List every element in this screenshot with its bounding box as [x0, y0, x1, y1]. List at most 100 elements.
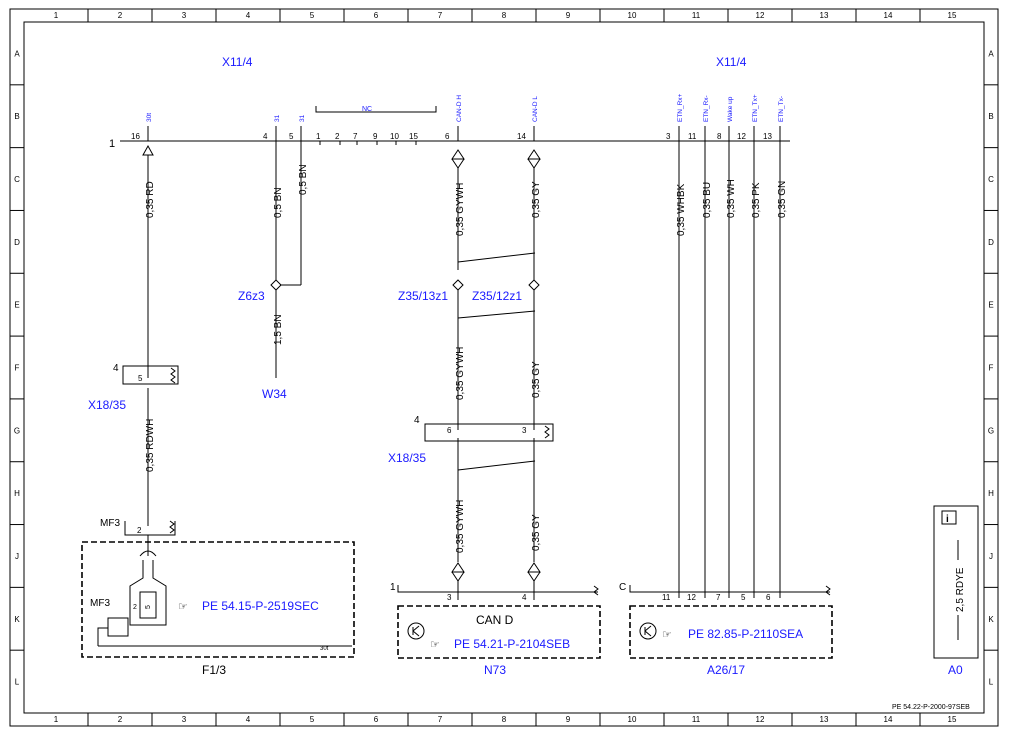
n73-ref-link[interactable]: PE 54.21-P-2104SEB: [454, 637, 570, 651]
nc-pin: 2: [335, 132, 340, 141]
f13-label: F1/3: [202, 663, 226, 677]
grid-row-label: G: [988, 426, 994, 435]
x18-35-left-connector: [122, 365, 179, 385]
z35-13-label: Z35/13z1: [398, 289, 448, 303]
bus-label: 1: [109, 138, 115, 150]
nc-pin: 1: [316, 132, 321, 141]
wire-label: 0,35 GYWH: [455, 500, 466, 553]
a26-box: [629, 585, 833, 659]
wire-label: 0,35 GYWH: [455, 347, 466, 400]
n73-box: [397, 585, 601, 659]
grid-column-label: 3: [182, 715, 187, 724]
grid-row-label: J: [989, 552, 993, 561]
grid-row-label: E: [988, 301, 993, 310]
mf3-top-connector: [124, 520, 176, 536]
grid-column-label: 8: [502, 715, 507, 724]
grid-column-label: 9: [566, 715, 571, 724]
wire-label: 0,35 GY: [531, 514, 542, 551]
mf3-top-pin: 2: [137, 526, 142, 535]
grid-row-label: D: [988, 238, 994, 247]
z35-12-label: Z35/12z1: [472, 289, 522, 303]
x18-mid-pin: 3: [522, 426, 527, 435]
grid-row-label: F: [989, 364, 994, 373]
nc-bracket: NC 1 2 7 9 10 15: [315, 106, 437, 145]
grid-column-label: 7: [438, 715, 443, 724]
x18-left-pin: 5: [138, 374, 143, 383]
info-icon[interactable]: i: [946, 514, 949, 525]
outer-frame: [9, 8, 999, 727]
a26-pin: 7: [716, 593, 721, 602]
grid-column-label: 11: [692, 715, 701, 724]
grid-column-label: 2: [118, 11, 123, 20]
pin-label: CAN-D L: [532, 96, 539, 122]
x18-35-middle-connector: [424, 423, 554, 442]
wire-label: 0,35 GYWH: [455, 183, 466, 236]
n73-pin: 3: [447, 593, 452, 602]
grid-column-label: 5: [310, 715, 315, 724]
wire-label: 0,35 RDWH: [145, 419, 156, 472]
grid-column-label: 10: [628, 11, 637, 20]
wire-4-5: [270, 141, 302, 378]
grid-column-label: 13: [820, 715, 829, 724]
wire-label: 0,5 BN: [298, 164, 309, 195]
pin-number: 12: [737, 132, 746, 141]
x18-mid-label: X18/35: [388, 451, 426, 465]
pin-number: 3: [666, 132, 671, 141]
a26-pin: 5: [741, 593, 746, 602]
nc-pin: 9: [373, 132, 378, 141]
grid-row-label: E: [14, 301, 19, 310]
grid-column-label: 3: [182, 11, 187, 20]
wires-right: [678, 141, 781, 598]
pin-label: 30t: [146, 113, 153, 122]
grid-column-label: 1: [54, 11, 59, 20]
grid-column-label: 10: [628, 715, 637, 724]
z6z3-label: Z6z3: [238, 289, 265, 303]
pin-label: 31: [274, 114, 281, 122]
wire-label: 0,35 GN: [777, 181, 788, 218]
grid-row-label: G: [14, 426, 20, 435]
fuse-pin: 2: [133, 604, 137, 611]
pin-number: 11: [688, 132, 697, 141]
grid-row-label: K: [988, 615, 994, 624]
wire-label: 1,5 BN: [273, 314, 284, 345]
pin-label: 31: [299, 114, 306, 122]
grid-column-label: 12: [756, 715, 765, 724]
f13-ref-link[interactable]: PE 54.15-P-2519SEC: [202, 599, 319, 613]
pin-number: 16: [131, 132, 140, 141]
wire-label: 0,5 BN: [273, 187, 284, 218]
a26-ref-link[interactable]: PE 82.85-P-2110SEA: [688, 627, 803, 641]
grid-column-label: 7: [438, 11, 443, 20]
n73-marker: 1: [390, 582, 396, 593]
fuse-pin: 5: [145, 605, 152, 609]
grid-row-label: L: [989, 678, 994, 687]
grid-column-label: 2: [118, 715, 123, 724]
pin-number: 14: [517, 132, 526, 141]
grid-row-label: J: [15, 552, 19, 561]
grid-row-label: D: [14, 238, 20, 247]
pin-label: ETN_Rx-: [703, 95, 710, 122]
grid-column-label: 6: [374, 11, 379, 20]
n73-label: N73: [484, 663, 506, 677]
a0-label: A0: [948, 663, 963, 677]
grid-column-label: 4: [246, 11, 251, 20]
grid-column-label: 9: [566, 11, 571, 20]
a26-pin: 11: [662, 593, 671, 602]
x18-left-label: X18/35: [88, 398, 126, 412]
grid-row-label: F: [15, 364, 20, 373]
grid-row-label: A: [988, 49, 994, 58]
grid-row-label: H: [988, 489, 994, 498]
n73-title: CAN D: [476, 613, 514, 627]
pin-number: 6: [445, 132, 450, 141]
a26-pin: 12: [687, 593, 696, 602]
grid-column-label: 15: [948, 715, 957, 724]
nc-pin: 15: [409, 132, 418, 141]
grid-row-label: C: [988, 175, 994, 184]
wire-label: 0,35 BU: [702, 182, 713, 218]
a26-label: A26/17: [707, 663, 745, 677]
wire-label: 0,35 RD: [145, 181, 156, 218]
document-reference: PE 54.22-P-2000-97SEB: [892, 704, 970, 711]
grid-column-label: 13: [820, 11, 829, 20]
grid-column-label: 11: [692, 11, 701, 20]
n73-pin: 4: [522, 593, 527, 602]
connector-title-left: X11/4: [222, 55, 253, 69]
